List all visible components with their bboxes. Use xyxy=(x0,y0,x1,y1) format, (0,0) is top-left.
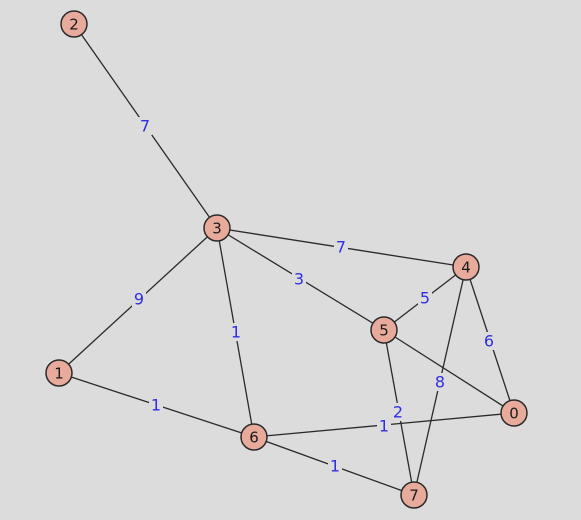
edge-weight-background xyxy=(334,238,348,256)
node-circle xyxy=(400,481,428,509)
node-7: 7 xyxy=(400,481,428,509)
node-label: 2 xyxy=(69,16,79,34)
node-circle xyxy=(45,359,73,387)
node-0: 0 xyxy=(500,399,528,427)
node-circle xyxy=(240,423,268,451)
edge-weight-background xyxy=(132,290,146,308)
edge-weight-background xyxy=(482,332,496,350)
node-1: 1 xyxy=(45,359,73,387)
node-circle xyxy=(452,253,480,281)
edge-weight-2-3: 7 xyxy=(140,117,150,136)
edge-weight-background xyxy=(433,373,447,391)
edge-weight-background xyxy=(328,457,342,475)
edge-weight-3-4: 7 xyxy=(336,238,346,257)
node-circle xyxy=(203,214,231,242)
edge-5-0 xyxy=(383,329,515,414)
node-label: 3 xyxy=(212,220,222,238)
node-circle xyxy=(370,316,398,344)
edge-weight-background xyxy=(391,403,405,421)
edge-weight-3-1: 9 xyxy=(134,290,144,309)
edge-weight-4-5: 5 xyxy=(420,289,430,308)
node-3: 3 xyxy=(203,214,231,242)
edge-weight-background xyxy=(229,323,243,341)
node-label: 0 xyxy=(509,405,519,423)
edge-weight-background xyxy=(377,417,391,435)
edge-weight-background xyxy=(149,396,163,414)
node-circle xyxy=(60,10,88,38)
edge-weight-4-0: 6 xyxy=(484,332,494,351)
node-2: 2 xyxy=(60,10,88,38)
edge-weight-3-5: 3 xyxy=(294,270,304,289)
node-5: 5 xyxy=(370,316,398,344)
edge-weight-1-6: 1 xyxy=(151,396,161,415)
node-label: 5 xyxy=(379,322,389,340)
edge-weight-background xyxy=(292,270,306,288)
edge-weight-background xyxy=(138,117,152,135)
edges-layer xyxy=(58,23,515,496)
node-6: 6 xyxy=(240,423,268,451)
edge-weight-background xyxy=(418,289,432,307)
edge-weight-5-7: 2 xyxy=(393,403,403,422)
edge-weight-3-6: 1 xyxy=(231,323,241,342)
node-label: 1 xyxy=(54,365,64,383)
edge-weight-4-7: 8 xyxy=(435,373,445,392)
edge-weight-6-0: 1 xyxy=(379,417,389,436)
node-label: 6 xyxy=(249,429,259,447)
node-4: 4 xyxy=(452,253,480,281)
edge-weight-6-7: 1 xyxy=(330,457,340,476)
node-label: 7 xyxy=(409,487,419,505)
node-label: 4 xyxy=(461,259,471,277)
node-circle xyxy=(500,399,528,427)
